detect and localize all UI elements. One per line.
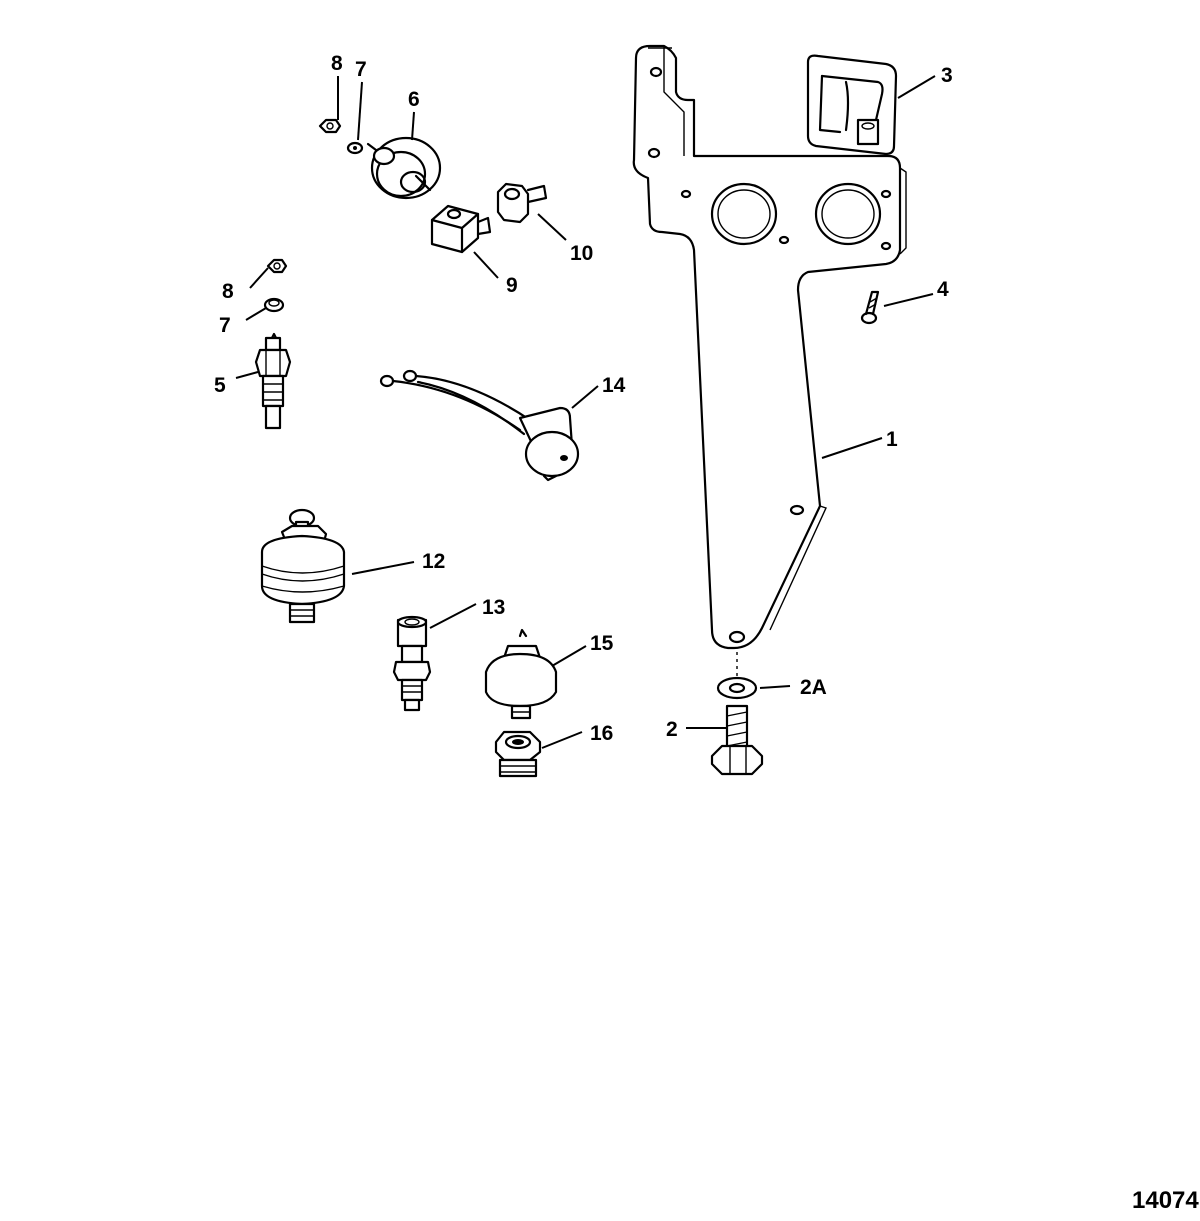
part-1-bracket [632,44,907,650]
callout-5: 5 [214,374,226,397]
part-7-washer-left [263,297,285,313]
part-7-washer-upper [346,141,364,155]
callout-2: 2 [666,718,678,741]
callout-16: 16 [590,722,613,745]
part-13-fitting [392,615,432,712]
part-16-adapter [494,730,542,778]
part-15-switch [484,628,558,720]
callout-6: 6 [408,88,420,111]
callout-8-left: 8 [222,280,234,303]
callout-12: 12 [422,550,445,573]
callout-7-upper: 7 [355,58,367,81]
callout-14: 14 [602,374,626,397]
part-8-nut-upper [318,118,342,134]
callout-2a: 2A [800,676,827,699]
part-6-sender [366,136,442,200]
callout-7-left: 7 [219,314,231,337]
callout-4: 4 [937,278,949,301]
part-12-switch [260,508,346,624]
callout-1: 1 [886,428,898,451]
callout-15: 15 [590,632,614,655]
leader-lines [235,75,936,749]
figure-number: 14074 [1132,1187,1199,1214]
callout-8-upper: 8 [331,52,343,75]
part-10-adapter [496,182,548,224]
part-2a-washer [716,652,758,700]
part-3-clip [806,54,898,156]
callout-3: 3 [941,64,953,87]
part-4-screw [860,290,880,325]
callout-9: 9 [506,274,518,297]
part-5-sender [254,332,292,430]
part-9-block [430,204,492,254]
part-8-nut-left [266,258,288,274]
callout-labels: 8 7 6 3 4 1 14 8 7 5 9 10 12 13 15 2A 2 … [214,52,953,745]
part-14-harness [379,369,580,482]
callout-13: 13 [482,596,505,619]
part-2-bolt [710,704,764,776]
callout-10: 10 [570,242,593,265]
